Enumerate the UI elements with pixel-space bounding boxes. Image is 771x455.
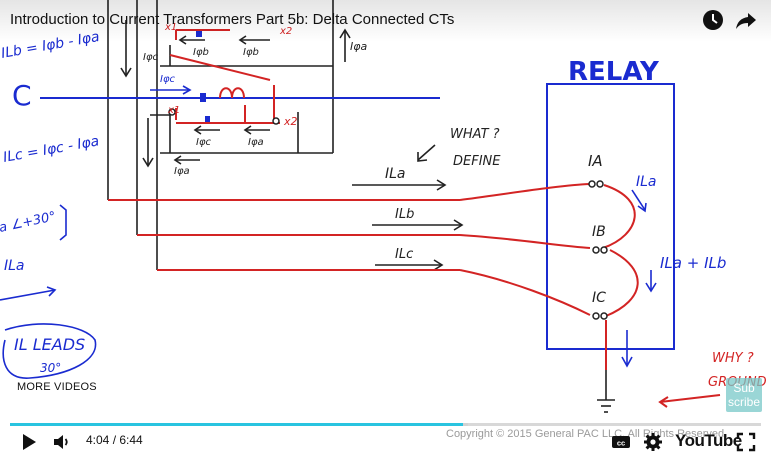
line-current-b-label: ILb bbox=[395, 207, 414, 222]
ct-markers bbox=[196, 29, 210, 123]
subscribe-line-2: scribe bbox=[727, 395, 760, 409]
duration: 6:44 bbox=[119, 433, 143, 447]
relay-input-b-label: IB bbox=[592, 224, 606, 240]
fullscreen-icon[interactable] bbox=[736, 432, 756, 452]
x1-mid-label: x1 bbox=[167, 105, 180, 116]
cc-icon[interactable]: cc bbox=[611, 432, 631, 452]
volume-icon[interactable] bbox=[52, 432, 72, 452]
red-relay-wiring bbox=[108, 29, 721, 408]
iphi-b2-label: Iφb bbox=[243, 47, 259, 58]
loop-sum-label: ILa + ILb bbox=[660, 254, 726, 272]
iphi-a-label: Iφa bbox=[350, 40, 368, 53]
loop-ila-label: ILa bbox=[636, 174, 657, 190]
share-arrow-icon[interactable] bbox=[734, 8, 758, 32]
x1-top-label: x1 bbox=[164, 22, 177, 33]
equation-ilc: ILc = Iφc - Iφa bbox=[2, 133, 101, 166]
line-current-c-label: ILc bbox=[395, 247, 413, 262]
svg-text:cc: cc bbox=[617, 439, 625, 448]
phase-c-conductor bbox=[40, 83, 675, 350]
what-note: WHAT ? bbox=[450, 127, 500, 142]
progress-played bbox=[10, 423, 463, 426]
why-note: WHY ? bbox=[712, 351, 754, 366]
iphi-c2-label: Iφc bbox=[160, 74, 176, 85]
player-controls: 4:04 / 6:44 cc YouTube bbox=[0, 428, 771, 455]
relay-input-c-label: IC bbox=[592, 290, 606, 306]
clock-icon[interactable] bbox=[701, 8, 725, 32]
play-icon[interactable] bbox=[19, 432, 39, 452]
time-separator: / bbox=[109, 433, 120, 447]
ila-margin-label: ILa bbox=[4, 258, 25, 274]
relay-terminals bbox=[168, 108, 608, 320]
relay-label: RELAY bbox=[568, 57, 660, 87]
gear-icon[interactable] bbox=[643, 432, 663, 452]
subscribe-button[interactable]: Sub scribe bbox=[726, 378, 762, 412]
more-videos-label[interactable]: MORE VIDEOS bbox=[17, 381, 97, 393]
whiteboard-text: RELAY C ILb = Iφb - Iφa ILc = Iφc - Iφa … bbox=[0, 22, 767, 390]
iphi-c3-label: Iφc bbox=[196, 137, 212, 148]
phase-c-label: C bbox=[12, 79, 32, 112]
iphi-c-label: Iφc bbox=[143, 52, 159, 63]
subscribe-line-1: Sub bbox=[733, 381, 755, 395]
blue-annotations bbox=[0, 85, 657, 379]
iphi-b-label: Iφb bbox=[193, 47, 209, 58]
line-current-a-label: ILa bbox=[385, 166, 406, 182]
define-note: DEFINE bbox=[453, 154, 501, 169]
iphi-a2-label: Iφa bbox=[248, 137, 264, 148]
current-time: 4:04 bbox=[86, 433, 110, 447]
leads-note: IL LEADS bbox=[14, 335, 85, 354]
leads-angle: 30° bbox=[40, 361, 61, 375]
ct-wiring-diagram bbox=[107, 0, 615, 413]
phasor-note: a ∠+30° bbox=[0, 209, 57, 236]
video-title[interactable]: Introduction to Current Transformers Par… bbox=[10, 11, 455, 28]
relay-input-a-label: IA bbox=[588, 152, 603, 170]
title-overlay: Introduction to Current Transformers Par… bbox=[0, 0, 771, 42]
youtube-logo[interactable]: YouTube bbox=[675, 431, 742, 450]
progress-bar[interactable] bbox=[10, 423, 761, 426]
time-display: 4:04 / 6:44 bbox=[86, 433, 143, 447]
x2-mid-label: x2 bbox=[283, 115, 298, 128]
iphi-a3-label: Iφa bbox=[174, 166, 190, 177]
x2-top-label: x2 bbox=[279, 26, 292, 37]
